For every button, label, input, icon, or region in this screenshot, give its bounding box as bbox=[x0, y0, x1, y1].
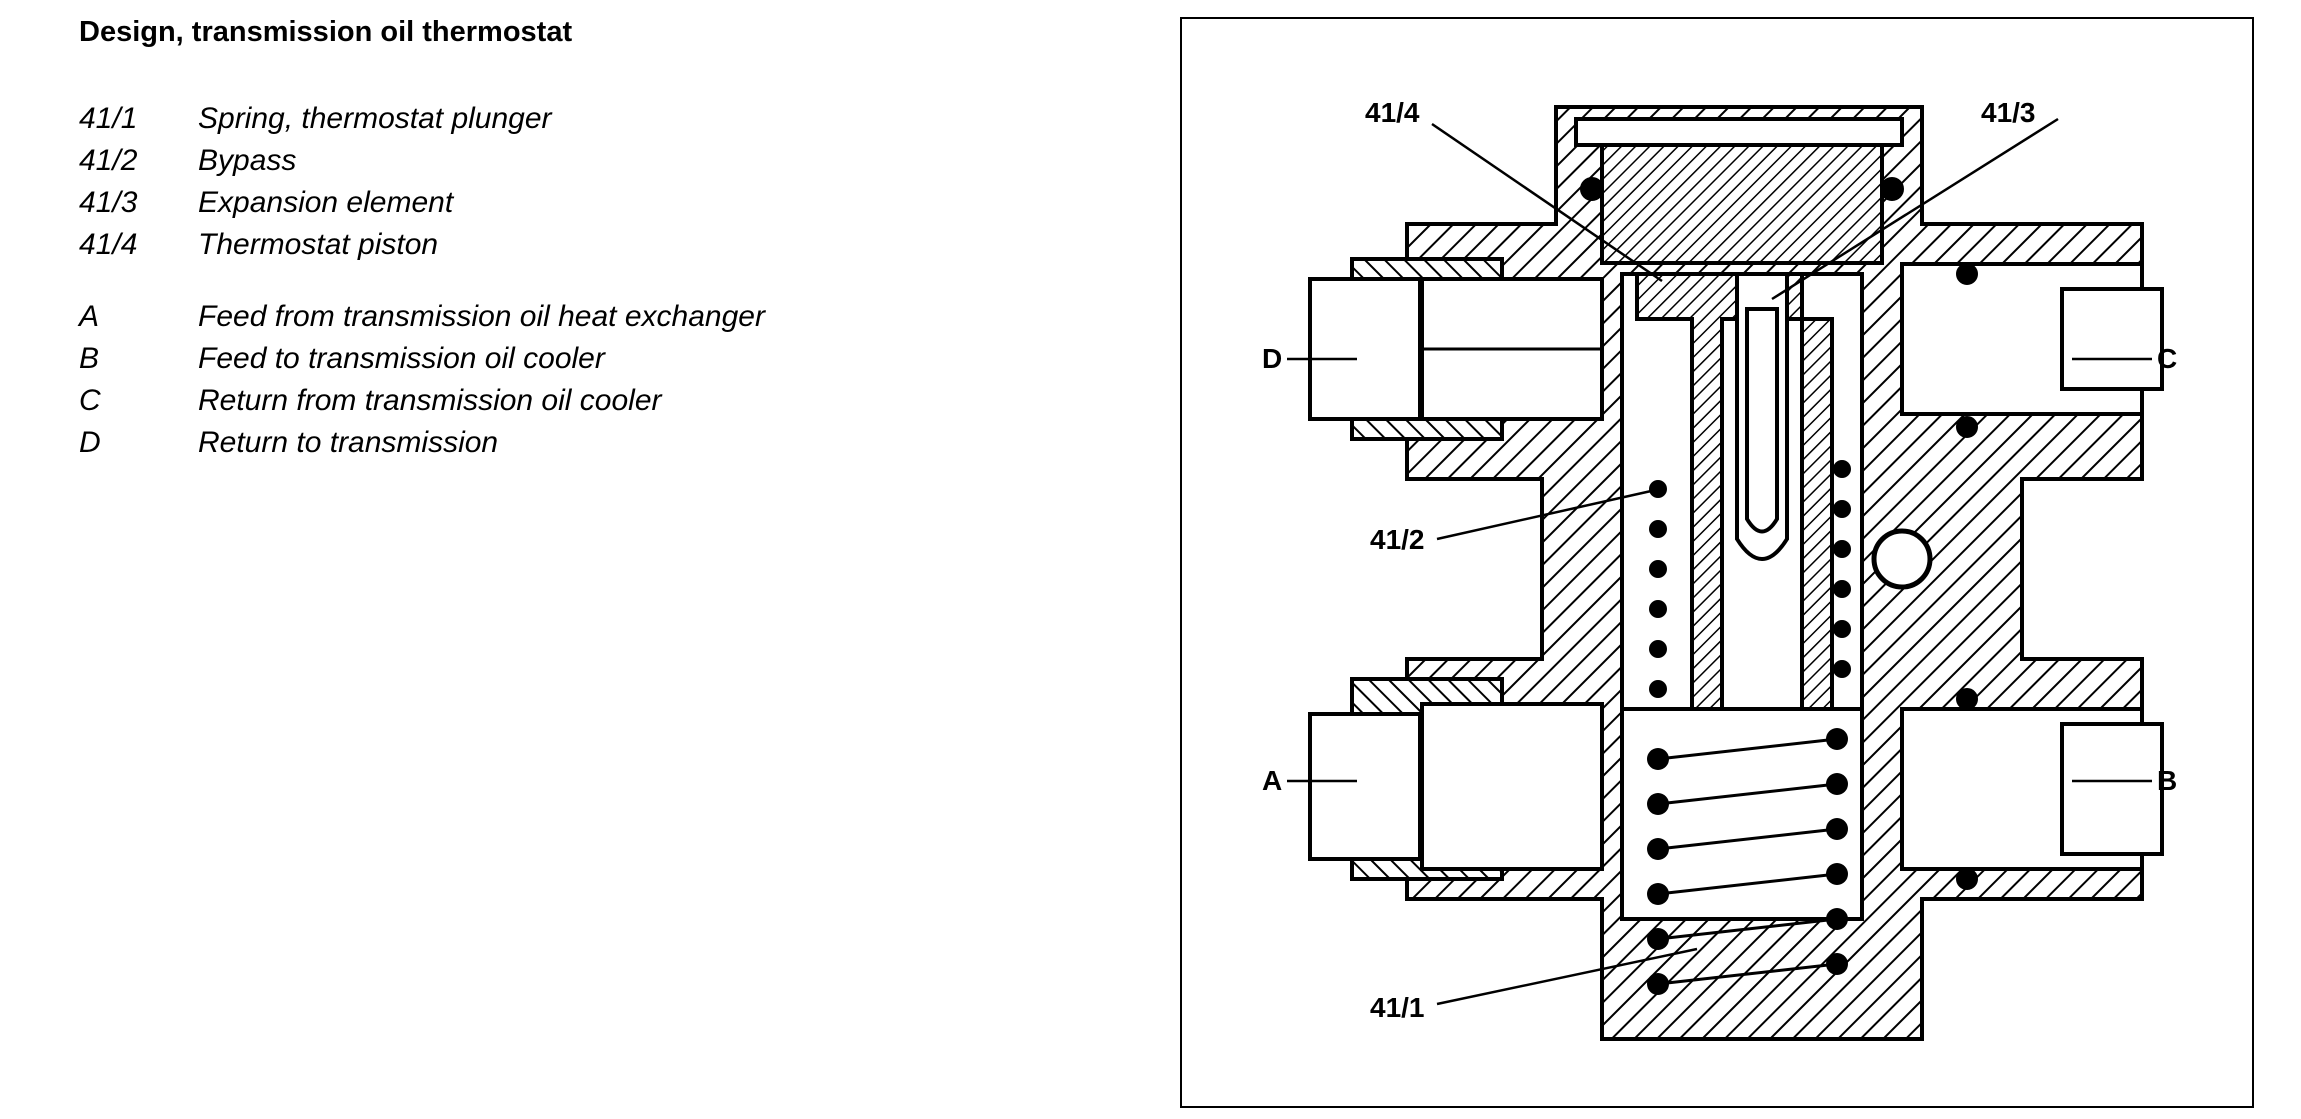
legend-text: Thermostat piston bbox=[198, 228, 439, 261]
page-title: Design, transmission oil thermostat bbox=[79, 16, 573, 48]
legend-code: C bbox=[79, 384, 101, 417]
label-41-1: 41/1 bbox=[1370, 992, 1425, 1023]
legend-text: Return from transmission oil cooler bbox=[198, 384, 662, 417]
expansion-element bbox=[1735, 272, 1789, 561]
port-a bbox=[1308, 677, 1604, 881]
thermostat-cross-section-figure: 41/4 41/3 41/2 41/1 D C A B bbox=[1180, 17, 2254, 1108]
legend-text: Spring, thermostat plunger bbox=[198, 102, 552, 135]
legend-code: 41/3 bbox=[79, 186, 138, 219]
legend-item: A Feed from transmission oil heat exchang… bbox=[79, 296, 765, 338]
legend-item: B Feed to transmission oil cooler bbox=[79, 338, 765, 380]
thermostat-drawing: 41/4 41/3 41/2 41/1 D C A B bbox=[1262, 97, 2177, 1041]
legend-code: 41/1 bbox=[79, 102, 138, 135]
port-c bbox=[1900, 262, 2164, 438]
label-41-3: 41/3 bbox=[1981, 97, 2036, 128]
label-c: C bbox=[2157, 343, 2177, 374]
legend-code: B bbox=[79, 342, 100, 375]
label-d: D bbox=[1262, 343, 1282, 374]
legend-item: 41/2 Bypass bbox=[79, 140, 765, 182]
legend-code: D bbox=[79, 426, 101, 459]
legend-text: Feed to transmission oil cooler bbox=[198, 342, 605, 375]
legend-item: D Return to transmission bbox=[79, 422, 765, 464]
port-d bbox=[1308, 257, 1604, 441]
label-41-4: 41/4 bbox=[1365, 97, 1420, 128]
legend-code: 41/4 bbox=[79, 228, 138, 261]
legend-text: Feed from transmission oil heat exchange… bbox=[198, 300, 765, 333]
legend-list: 41/1 Spring, thermostat plunger 41/2 Bypas… bbox=[79, 98, 765, 464]
legend-text: Expansion element bbox=[198, 186, 454, 219]
label-41-2: 41/2 bbox=[1370, 524, 1425, 555]
legend-item: 41/4 Thermostat piston bbox=[79, 224, 765, 266]
legend-item: C Return from transmission oil cooler bbox=[79, 380, 765, 422]
label-a: A bbox=[1262, 765, 1282, 796]
legend-text: Return to transmission bbox=[198, 426, 499, 459]
legend-text: Bypass bbox=[198, 144, 297, 177]
legend-item: 41/3 Expansion element bbox=[79, 182, 765, 224]
spring bbox=[1647, 460, 1851, 995]
legend-code: A bbox=[79, 300, 100, 333]
label-b: B bbox=[2157, 765, 2177, 796]
legend-item: 41/1 Spring, thermostat plunger bbox=[79, 98, 765, 140]
port-b bbox=[1900, 688, 2164, 890]
leader-lines bbox=[1287, 117, 2152, 1006]
side-bore bbox=[1871, 528, 1933, 590]
callout-labels: 41/4 41/3 41/2 41/1 D C A B bbox=[1262, 97, 2177, 1023]
legend-code: 41/2 bbox=[79, 144, 138, 177]
